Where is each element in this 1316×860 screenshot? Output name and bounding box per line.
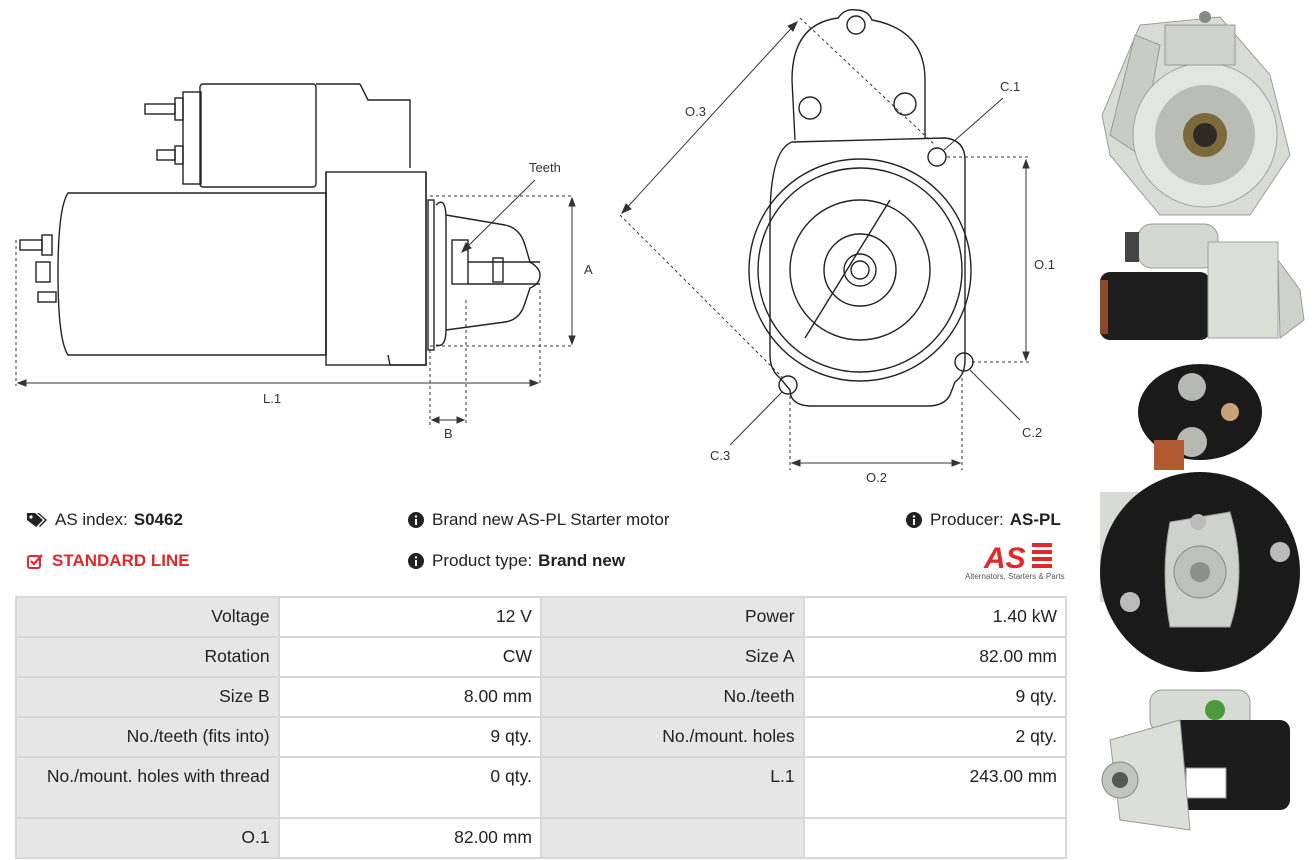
info-circle-icon — [408, 512, 424, 528]
label-c1: C.1 — [1000, 79, 1021, 94]
table-row: O.1 82.00 mm — [17, 819, 1065, 857]
label-teeth: Teeth — [529, 160, 561, 175]
spec-key: Size A — [541, 638, 803, 676]
spec-key: No./mount. holes with thread — [17, 758, 278, 817]
label-c2: C.2 — [1022, 425, 1043, 440]
spec-key: Rotation — [17, 638, 278, 676]
spec-key — [541, 819, 803, 857]
spec-value: CW — [279, 638, 540, 676]
logo-tagline: Alternators, Starters & Parts — [965, 572, 1065, 581]
spec-key: No./mount. holes — [541, 718, 803, 756]
spec-key: Size B — [17, 678, 278, 716]
table-row: No./mount. holes with thread 0 qty. L.1 … — [17, 758, 1065, 817]
product-type-value: Brand new — [538, 551, 626, 570]
label-a: A — [584, 262, 593, 277]
as-index-label: AS index: — [55, 510, 128, 529]
table-row: Voltage 12 V Power 1.40 kW — [17, 598, 1065, 636]
spec-value — [804, 819, 1065, 857]
as-index-row: AS index: S0462 — [27, 510, 183, 530]
spec-value: 1.40 kW — [804, 598, 1065, 636]
spec-value: 2 qty. — [804, 718, 1065, 756]
description-row: Brand new AS-PL Starter motor — [408, 510, 669, 530]
table-row: Rotation CW Size A 82.00 mm — [17, 638, 1065, 676]
label-o2: O.2 — [866, 470, 887, 485]
spec-key: No./teeth — [541, 678, 803, 716]
table-row: Size B 8.00 mm No./teeth 9 qty. — [17, 678, 1065, 716]
table-row: No./teeth (fits into) 9 qty. No./mount. … — [17, 718, 1065, 756]
check-square-icon — [27, 553, 43, 569]
as-index-value: S0462 — [133, 510, 183, 529]
spec-key: Voltage — [17, 598, 278, 636]
label-l1: L.1 — [263, 391, 282, 406]
front-view-drawing — [619, 8, 1030, 470]
label-b: B — [444, 426, 453, 441]
label-c3: C.3 — [710, 448, 731, 463]
spec-value: 8.00 mm — [279, 678, 540, 716]
spec-key: Power — [541, 598, 803, 636]
spec-key: No./teeth (fits into) — [17, 718, 278, 756]
spec-value: 0 qty. — [279, 758, 540, 817]
spec-value: 9 qty. — [804, 678, 1065, 716]
producer-row: Producer: AS-PL — [906, 510, 1061, 530]
spec-value: 9 qty. — [279, 718, 540, 756]
product-type-label: Product type: — [432, 551, 533, 570]
info-circle-icon — [408, 553, 424, 569]
label-o1: O.1 — [1034, 257, 1055, 272]
photo-three-quarter[interactable] — [1090, 680, 1310, 850]
spec-key: O.1 — [17, 819, 278, 857]
logo-letters: AS — [983, 542, 1026, 575]
producer-value: AS-PL — [1009, 510, 1061, 529]
description-text: Brand new AS-PL Starter motor — [432, 510, 670, 529]
spec-value: 12 V — [279, 598, 540, 636]
product-type-row: Product type: Brand new — [408, 551, 625, 571]
photo-side-view[interactable] — [1090, 220, 1310, 345]
as-pl-logo[interactable]: AS Alternators, Starters & Parts — [964, 538, 1068, 584]
info-circle-icon — [906, 512, 922, 528]
logo-mark: AS — [983, 542, 1052, 575]
spec-value: 82.00 mm — [804, 638, 1065, 676]
standard-line-badge: STANDARD LINE — [27, 551, 190, 571]
label-o3: O.3 — [685, 104, 706, 119]
photo-rear-end[interactable] — [1090, 362, 1310, 672]
spec-value: 82.00 mm — [279, 819, 540, 857]
spec-value: 243.00 mm — [804, 758, 1065, 817]
photo-drive-end[interactable] — [1090, 5, 1310, 223]
producer-label: Producer: — [930, 510, 1004, 529]
spec-key: L.1 — [541, 758, 803, 817]
tags-icon — [27, 513, 47, 527]
specs-table: Voltage 12 V Power 1.40 kW Rotation CW S… — [15, 596, 1067, 859]
side-view-drawing — [15, 83, 576, 425]
standard-line-text: STANDARD LINE — [52, 551, 190, 570]
